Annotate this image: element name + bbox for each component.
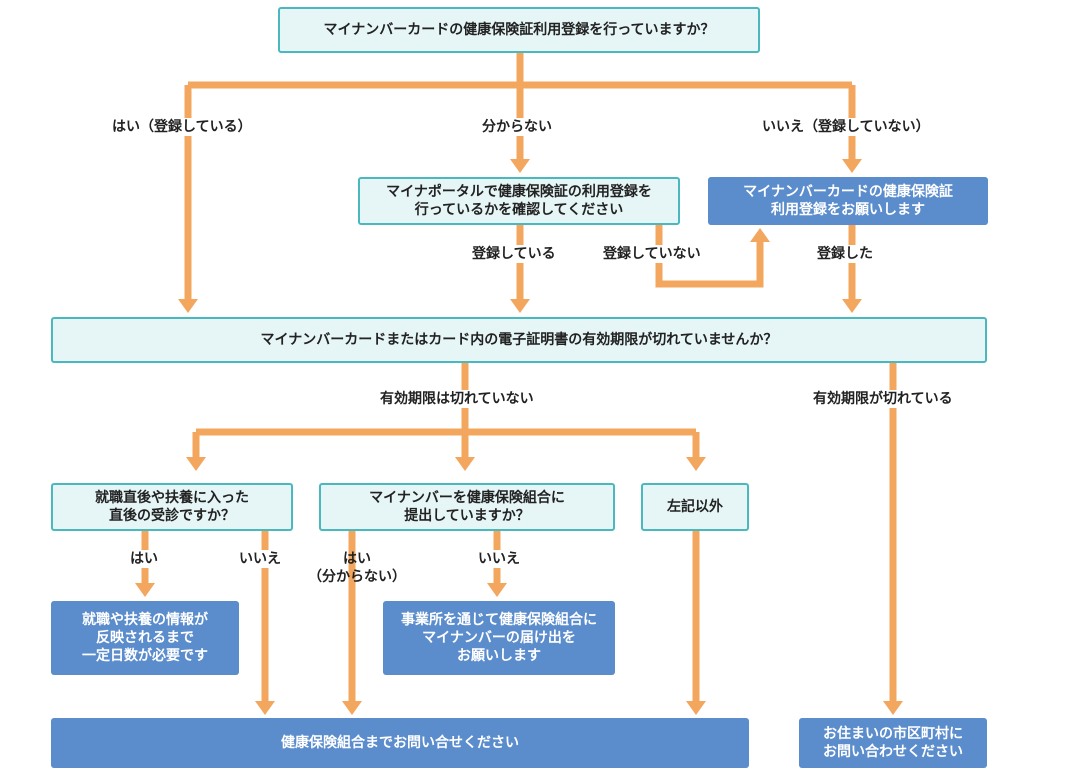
label-yes-submitted: はい （分からない） [306,550,408,586]
arrowhead [510,159,530,173]
arrowhead [510,299,530,313]
label-unknown: 分からない [480,118,554,136]
arrowhead [842,159,862,173]
question-portal-check: マイナポータルで健康保険証の利用登録を 行っているかを確認してください [358,177,680,225]
question-expiry-text: マイナンバーカードまたはカード内の電子証明書の有効期限が切れていませんか？ [260,332,778,348]
arrowhead [255,701,275,715]
register-request-line-2: 利用登録をお願いします [771,202,925,218]
arrowhead [135,583,155,597]
label-yes-submitted-sub: （分からない） [308,569,406,585]
portal-check-line-1: マイナポータルで健康保険証の利用登録を [386,184,652,200]
arrowhead [883,701,903,715]
wait-days-line-1: 就職や扶養の情報が [82,612,208,628]
arrowhead [686,701,706,715]
label-yes-employment: はい [128,550,160,568]
label-registered: 登録している [470,245,558,263]
arrowhead [487,583,507,597]
arrowhead [750,228,770,242]
arrowhead [342,701,362,715]
question-expiry: マイナンバーカードまたはカード内の電子証明書の有効期限が切れていませんか？ [51,317,987,363]
contact-city-line-2: お問い合わせください [823,744,963,760]
question-after-employment: 就職直後や扶養に入った 直後の受診ですか？ [51,483,293,531]
arrowhead [842,299,862,313]
label-expired: 有効期限が切れている [811,390,955,408]
wait-days-line-2: 反映されるまで [96,630,194,646]
label-no-employment: いいえ [237,550,283,568]
after-employment-line-1: 就職直後や扶養に入った [95,490,249,506]
arrowhead [455,457,475,471]
label-yes-submitted-main: はい [343,551,371,567]
label-not-expired: 有効期限は切れていない [378,390,536,408]
question-other: 左記以外 [641,483,749,531]
portal-check-line-2: 行っているかを確認してください [414,202,624,218]
other-text: 左記以外 [667,499,723,515]
label-no-not-registered: いいえ（登録していない） [760,118,932,136]
answer-contact-city: お住まいの市区町村に お問い合わせください [799,718,987,768]
register-request-line-1: マイナンバーカードの健康保険証 [743,184,953,200]
label-yes-registered: はい（登録している） [110,118,254,136]
answer-contact-union: 健康保険組合までお問い合せください [51,718,749,768]
label-not-registered: 登録していない [601,245,703,263]
label-registered-done: 登録した [815,245,875,263]
question-registration: マイナンバーカードの健康保険証利用登録を行っていますか？ [278,7,760,53]
question-mynumber-submitted: マイナンバーを健康保険組合に 提出していますか？ [319,483,615,531]
answer-register-request: マイナンバーカードの健康保険証 利用登録をお願いします [708,177,988,225]
after-employment-line-2: 直後の受診ですか？ [109,508,235,524]
arrowhead [186,457,206,471]
mynumber-submitted-line-1: マイナンバーを健康保険組合に [369,490,565,506]
notify-mynumber-line-2: マイナンバーの届け出を [422,630,576,646]
contact-city-line-1: お住まいの市区町村に [823,726,963,742]
mynumber-submitted-line-2: 提出していますか？ [404,508,530,524]
arrowhead [178,299,198,313]
answer-notify-mynumber: 事業所を通じて健康保険組合に マイナンバーの届け出を お願いします [383,601,615,675]
question-registration-text: マイナンバーカードの健康保険証利用登録を行っていますか？ [323,22,715,38]
label-no-submitted: いいえ [476,550,522,568]
contact-union-text: 健康保険組合までお問い合せください [281,735,519,751]
wait-days-line-3: 一定日数が必要です [82,648,208,664]
notify-mynumber-line-1: 事業所を通じて健康保険組合に [401,612,597,628]
notify-mynumber-line-3: お願いします [457,648,541,664]
arrowhead [686,457,706,471]
answer-wait-days: 就職や扶養の情報が 反映されるまで 一定日数が必要です [51,601,239,675]
